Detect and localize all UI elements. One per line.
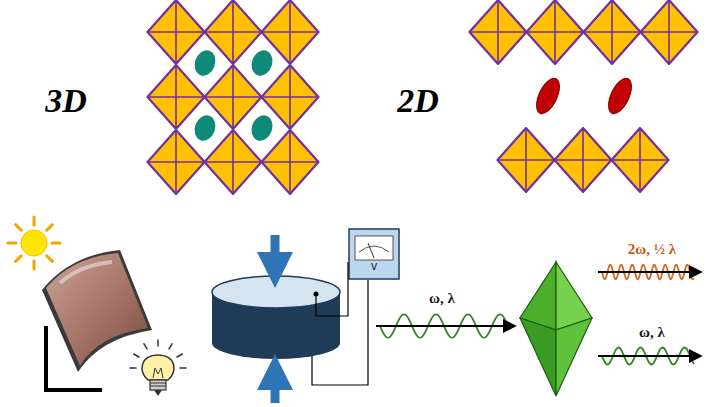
wave-label: ω, λ bbox=[429, 290, 455, 307]
propagation-arrow bbox=[598, 271, 700, 273]
wire bbox=[316, 262, 348, 316]
propagation-arrow bbox=[376, 325, 514, 327]
octahedron bbox=[555, 128, 612, 192]
dimension-label: 2D bbox=[397, 82, 439, 119]
force-arrow bbox=[271, 372, 280, 403]
octahedron bbox=[641, 0, 698, 64]
wave-label: 2ω, ½ λ bbox=[628, 241, 676, 258]
perovskite-3d-lattice bbox=[148, 0, 319, 194]
octahedron bbox=[470, 0, 527, 64]
force-arrow bbox=[271, 235, 280, 270]
voltmeter bbox=[349, 229, 399, 279]
meter-symbol: V bbox=[371, 263, 377, 273]
flexible-solar-panel bbox=[42, 250, 152, 372]
octahedron bbox=[498, 128, 555, 192]
octahedron bbox=[148, 130, 205, 194]
octahedron bbox=[262, 130, 319, 194]
light-bulb bbox=[130, 340, 186, 396]
light-waves bbox=[376, 265, 700, 365]
octahedron bbox=[148, 65, 205, 129]
cations-2d bbox=[532, 75, 636, 117]
cations-3d bbox=[191, 47, 276, 143]
octahedron bbox=[612, 128, 669, 192]
wire-l bbox=[46, 326, 102, 390]
propagation-arrow bbox=[598, 355, 700, 357]
octahedron bbox=[205, 130, 262, 194]
sun-icon bbox=[8, 217, 60, 269]
octahedron bbox=[584, 0, 641, 64]
wire bbox=[312, 280, 368, 385]
piezo-cylinder bbox=[212, 276, 340, 359]
octahedron bbox=[527, 0, 584, 64]
dimension-label: 3D bbox=[45, 82, 87, 119]
nlo-crystal bbox=[520, 262, 592, 396]
octahedron bbox=[148, 0, 205, 64]
wave-label: ω, λ bbox=[639, 324, 665, 341]
perovskite-2d-lattice bbox=[470, 0, 698, 192]
